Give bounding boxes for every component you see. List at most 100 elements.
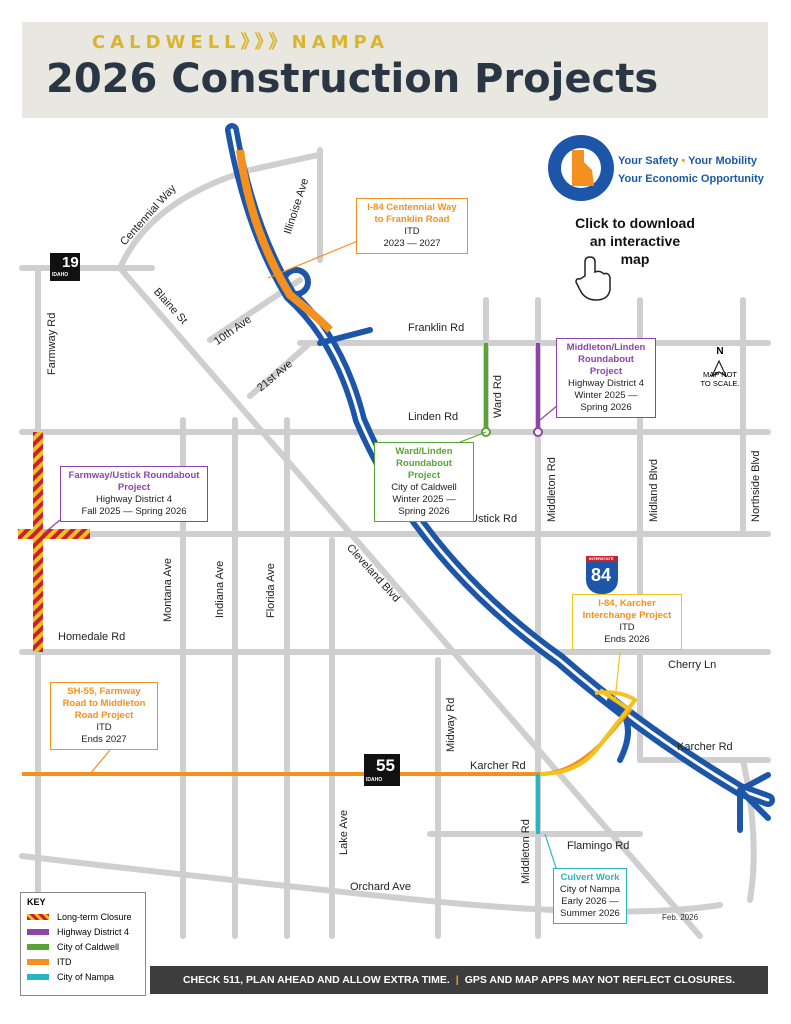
label-lake: Lake Ave <box>338 809 350 855</box>
callout-fu-title2: Project <box>117 482 151 493</box>
legend-swatch-nampa <box>27 973 49 980</box>
label-indiana: Indiana Ave <box>214 560 226 618</box>
callout-i84c-title2: to Franklin Road <box>374 214 450 225</box>
tagline-economic: Your Economic Opportunity <box>618 173 764 185</box>
download-map-link[interactable]: Click to download an interactive map <box>565 214 705 268</box>
callout-fu-agency: Highway District 4 <box>95 494 173 505</box>
header-banner: CALDWELL》》》NAMPA 2026 Construction Proje… <box>22 22 768 118</box>
legend-label-closure: Long-term Closure <box>57 911 132 922</box>
project-i84-centennial <box>236 149 333 333</box>
callout-culvert: Culvert Work City of Nampa Early 2026 — … <box>553 868 627 924</box>
callout-cv-agency: City of Nampa <box>559 884 621 895</box>
label-middleton-north: Middleton Rd <box>546 457 558 522</box>
tagline-mobility: Your Mobility <box>688 155 758 167</box>
legend-item-itd: ITD <box>27 954 145 969</box>
closure-farmway <box>33 432 43 652</box>
legend: KEY Long-term Closure Highway District 4… <box>20 892 146 996</box>
road-cleveland <box>117 265 703 939</box>
callout-ik-title1: I-84, Karcher <box>598 598 656 609</box>
callout-wl-title1: Ward/Linden <box>395 446 453 457</box>
sh19-shield: 19 IDAHO <box>50 253 80 281</box>
label-karcher-east: Karcher Rd <box>677 741 733 753</box>
callout-ml-dates2: Spring 2026 <box>580 402 632 413</box>
callout-ik-agency: ITD <box>619 622 635 633</box>
legend-item-nampa: City of Nampa <box>27 969 145 984</box>
download-line-3: map <box>620 251 650 267</box>
label-florida: Florida Ave <box>265 563 277 618</box>
project-karcher-interchange <box>539 690 638 776</box>
i84-interstate-label: INTERSTATE <box>589 556 614 561</box>
legend-label-nampa: City of Nampa <box>57 971 115 982</box>
closure-ustick <box>18 529 90 539</box>
label-midway: Midway Rd <box>445 697 457 752</box>
callout-farmway-ustick: Farmway/Ustick Roundabout Project Highwa… <box>60 466 208 522</box>
callout-sh55-title3: Road Project <box>74 710 134 721</box>
footer-left: CHECK 511, PLAN AHEAD AND ALLOW EXTRA TI… <box>182 974 450 986</box>
footer-separator: | <box>455 974 459 986</box>
itd-tagline: Your Safety•Your Mobility Your Economic … <box>618 155 764 185</box>
sh19-number: 19 <box>62 254 79 271</box>
callout-sh55-title1: SH-55, Farmway <box>67 686 141 697</box>
legend-label-hd4: Highway District 4 <box>57 926 130 937</box>
label-ustick: Ustick Rd <box>470 513 518 525</box>
legend-swatch-closure <box>27 913 49 920</box>
callout-wl-dates1: Winter 2025 — <box>392 494 456 505</box>
road-northside-south <box>740 757 757 903</box>
hand-pointer-icon <box>575 256 611 301</box>
legend-label-caldwell: City of Caldwell <box>57 941 120 952</box>
callout-ik-title2: Interchange Project <box>582 610 672 621</box>
callout-cv-dates2: Summer 2026 <box>560 908 620 919</box>
footer-banner: CHECK 511, PLAN AHEAD AND ALLOW EXTRA TI… <box>150 966 768 994</box>
callout-wl-title2: Roundabout Project <box>396 458 452 481</box>
callout-sh55: SH-55, Farmway Road to Middleton Road Pr… <box>50 682 158 750</box>
sh55-shield: 55 IDAHO <box>364 754 400 786</box>
legend-swatch-hd4 <box>27 928 49 935</box>
callout-ml-title2: Roundabout Project <box>578 354 634 377</box>
itd-logo <box>548 135 614 201</box>
callout-i84-karcher: I-84, Karcher Interchange Project ITD En… <box>572 594 682 650</box>
map-date: Feb. 2026 <box>662 913 699 922</box>
legend-item-closure: Long-term Closure <box>27 909 145 924</box>
road-21st <box>247 340 313 399</box>
callout-cv-dates1: Early 2026 — <box>561 896 619 907</box>
legend-swatch-caldwell <box>27 943 49 950</box>
legend-item-hd4: Highway District 4 <box>27 924 145 939</box>
callout-sh55-agency: ITD <box>96 722 112 733</box>
label-midland: Midland Blvd <box>648 459 660 522</box>
label-northside: Northside Blvd <box>750 450 762 522</box>
sh55-idaho: IDAHO <box>366 777 383 783</box>
callout-i84-centennial: I-84 Centennial Way to Franklin Road ITD… <box>356 198 468 254</box>
footer-right: GPS AND MAP APPS MAY NOT REFLECT CLOSURE… <box>464 974 736 986</box>
legend-swatch-itd <box>27 958 49 965</box>
callout-i84c-dates: 2023 — 2027 <box>383 238 441 249</box>
label-franklin: Franklin Rd <box>408 322 465 334</box>
north-indicator: N MAP NOT TO SCALE. <box>698 347 742 389</box>
callout-wl-dates2: Spring 2026 <box>398 506 450 517</box>
page-title: 2026 Construction Projects <box>46 56 659 102</box>
callout-ward-linden: Ward/Linden Roundabout Project City of C… <box>374 442 474 522</box>
i84-shield: INTERSTATE 84 <box>586 556 618 594</box>
label-homedale: Homedale Rd <box>58 631 126 643</box>
label-farmway: Farmway Rd <box>46 312 58 375</box>
download-line-1: Click to download <box>575 215 695 231</box>
label-cherry: Cherry Ln <box>668 659 717 671</box>
callout-cv-title1: Culvert Work <box>560 872 620 883</box>
label-montana: Montana Ave <box>162 557 174 622</box>
callout-i84c-agency: ITD <box>404 226 420 237</box>
legend-title: KEY <box>27 897 46 907</box>
i84-number: 84 <box>591 565 612 585</box>
sh19-idaho: IDAHO <box>52 272 69 278</box>
scale-note-2: TO SCALE. <box>700 379 740 388</box>
callout-sh55-dates: Ends 2027 <box>81 734 127 745</box>
callout-fu-dates: Fall 2025 — Spring 2026 <box>81 506 187 517</box>
scale-note-1: MAP NOT <box>702 370 738 379</box>
label-linden: Linden Rd <box>408 411 459 423</box>
callout-ml-dates1: Winter 2025 — <box>574 390 638 401</box>
header-kicker: CALDWELL》》》NAMPA <box>92 32 390 53</box>
download-line-2: an interactive <box>589 233 681 249</box>
callout-ml-title1: Middleton/Linden <box>566 342 646 353</box>
road-orchard <box>19 853 723 915</box>
label-ward: Ward Rd <box>492 375 504 418</box>
callout-wl-agency: City of Caldwell <box>391 482 457 493</box>
callout-ik-dates: Ends 2026 <box>604 634 650 645</box>
